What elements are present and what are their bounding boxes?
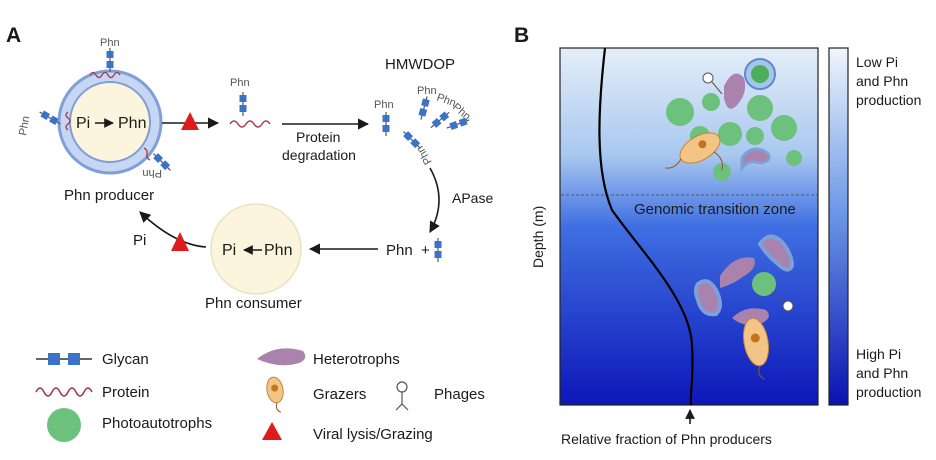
- producer-pi: Pi: [76, 115, 90, 132]
- free-phn: Phn: [386, 242, 413, 259]
- protein-degradation-1: Protein: [296, 129, 340, 145]
- phn-tag-left: Phn: [17, 115, 32, 136]
- glycan-icon: [238, 91, 248, 117]
- low-pi-2: and Phn: [856, 73, 908, 89]
- protein-wave: [229, 120, 271, 128]
- hmwdop-label: HMWDOP: [385, 56, 455, 73]
- legend: Glycan Protein Photoautotrophs Heterotro…: [35, 348, 485, 443]
- legend-glycan: Glycan: [102, 351, 149, 368]
- low-pi-1: Low Pi: [856, 54, 898, 70]
- glycan-icon: [433, 237, 443, 263]
- plus-sign: +: [421, 242, 430, 259]
- phn-tag-right: Phn: [142, 167, 162, 179]
- panel-a-label: A: [6, 24, 21, 47]
- phn-consumer-label: Phn consumer: [205, 295, 302, 312]
- glycan-icon: [105, 47, 115, 73]
- producer-phn: Phn: [118, 115, 146, 132]
- phn-producer-label: Phn producer: [64, 187, 154, 204]
- pi-gradient-bar: [828, 47, 849, 406]
- panel-b-label: B: [514, 24, 529, 47]
- pi-out: Pi: [133, 232, 146, 249]
- low-pi-3: production: [856, 92, 921, 108]
- svg-text:Phn: Phn: [417, 85, 437, 97]
- legend-photoautotrophs: Photoautotrophs: [102, 415, 212, 432]
- phage-icon: [395, 381, 409, 411]
- legend-protein: Protein: [102, 384, 150, 401]
- hmwdop-cluster: Phn Phn Phn Phn Phn: [374, 85, 473, 167]
- high-pi-1: High Pi: [856, 346, 901, 362]
- grazer-icon: [266, 376, 284, 413]
- svg-text:Phn: Phn: [414, 144, 434, 167]
- x-axis-label: Relative fraction of Phn producers: [561, 431, 772, 447]
- svg-text:Phn: Phn: [374, 99, 394, 111]
- legend-phages: Phages: [434, 386, 485, 403]
- protein-degradation-2: degradation: [282, 147, 356, 163]
- phn-tag-released: Phn: [230, 77, 250, 89]
- phn-consumer-cell: [210, 203, 302, 295]
- viral-lysis-icon: [262, 422, 282, 440]
- y-axis-label: Depth (m): [530, 206, 546, 268]
- consumer-phn: Phn: [264, 242, 292, 259]
- heterotroph-icon: [257, 348, 306, 366]
- high-pi-2: and Phn: [856, 365, 908, 381]
- lower-community: [694, 234, 795, 380]
- phn-tag-top: Phn: [100, 37, 120, 49]
- lysis-triangle-icon: [171, 232, 189, 251]
- upper-community: [665, 58, 802, 181]
- apase-label: APase: [452, 190, 493, 206]
- consumer-pi: Pi: [222, 242, 236, 259]
- transition-zone-label: Genomic transition zone: [634, 201, 796, 218]
- legend-heterotrophs: Heterotrophs: [313, 351, 400, 368]
- lysis-triangle-icon: [181, 112, 199, 130]
- legend-viral-lysis: Viral lysis/Grazing: [313, 426, 433, 443]
- photoautotroph-icon: [47, 408, 81, 442]
- high-pi-3: production: [856, 384, 921, 400]
- legend-grazers: Grazers: [313, 386, 366, 403]
- phn-producer-fraction-curve: [598, 47, 694, 406]
